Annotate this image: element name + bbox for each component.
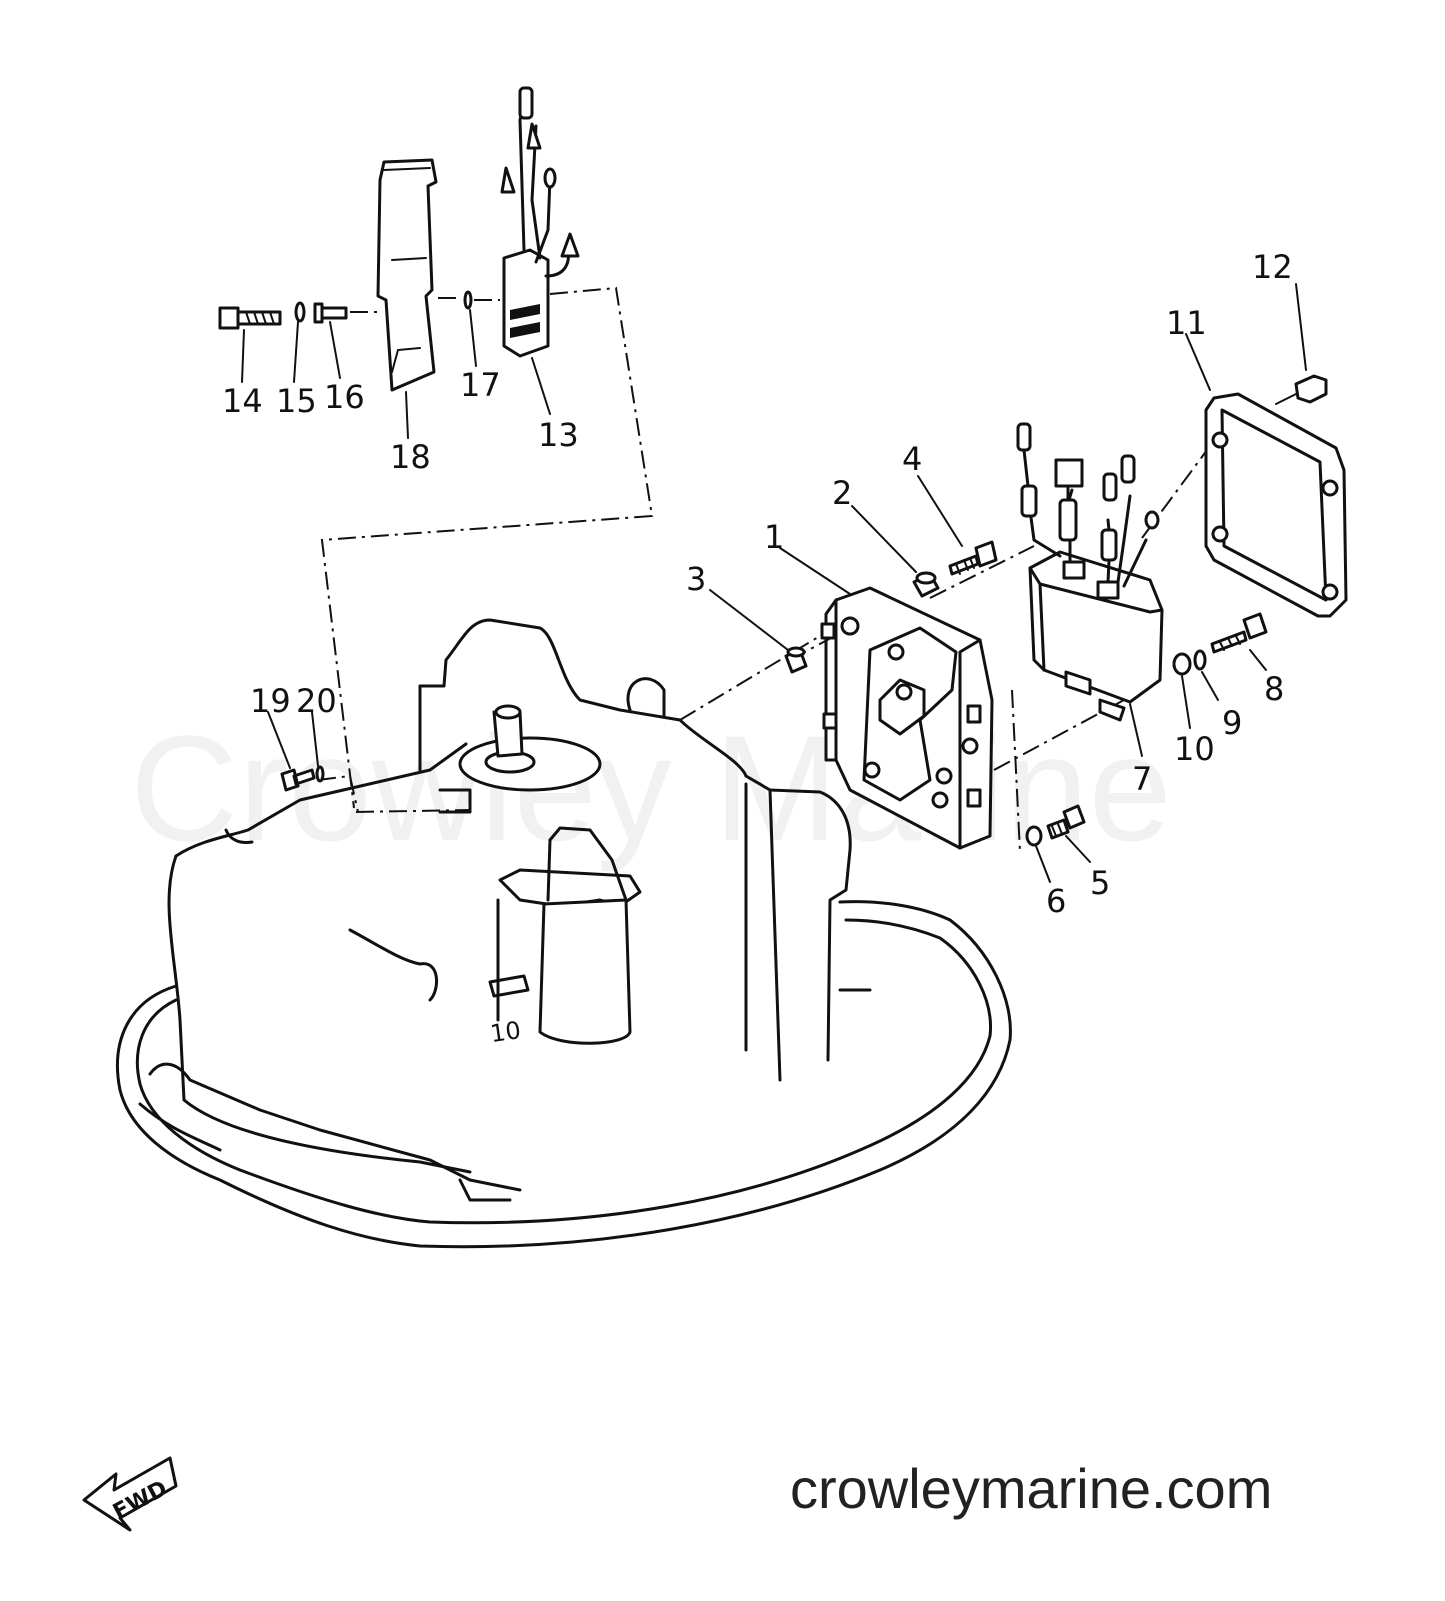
small-parts-2-3-4 (784, 540, 998, 674)
cdi-unit-7-shape (1028, 550, 1164, 704)
callout-19: 19 (250, 682, 291, 720)
callout-16: 16 (324, 378, 365, 416)
base-plate-1 (820, 586, 994, 850)
washer-9-shape (1193, 649, 1207, 671)
pulser-coil-assembly (218, 86, 580, 439)
screw-5-shape (1046, 804, 1086, 840)
cdi-unit-7 (1016, 422, 1164, 722)
washer-10-shape (1172, 652, 1192, 676)
callout-10: 10 (1174, 730, 1215, 768)
coil-13-shape (502, 248, 550, 358)
bolt-4-shape (948, 540, 998, 576)
fasteners-5-6 (1025, 804, 1086, 847)
callout-6: 6 (1046, 882, 1066, 920)
forward-direction-arrow: FWD (82, 1456, 178, 1532)
callout-7: 7 (1132, 760, 1152, 798)
callout-4: 4 (902, 440, 922, 478)
callout-20: 20 (296, 682, 337, 720)
engine-powerhead (167, 618, 872, 1174)
callout-15: 15 (276, 382, 317, 420)
fasteners-19-20 (280, 765, 325, 792)
screw-12-shape (1294, 374, 1328, 404)
bottom-cowling (115, 900, 1012, 1249)
label-10: 10 (488, 1016, 522, 1048)
callout-14: 14 (222, 382, 263, 420)
bracket-18-shape (376, 158, 438, 392)
callout-18: 18 (390, 438, 431, 476)
base-plate-1-shape (834, 586, 994, 850)
screw-19-shape (280, 768, 316, 792)
callout-2: 2 (832, 474, 852, 512)
fasteners-8-9-10 (1172, 612, 1268, 676)
cover-11-shape (1204, 392, 1348, 618)
cover-11 (1204, 392, 1348, 618)
callout-12: 12 (1252, 248, 1293, 286)
callout-8: 8 (1264, 670, 1284, 708)
ring-17-shape (463, 290, 473, 310)
washer-20-shape (315, 765, 325, 783)
bolt-8-shape (1210, 612, 1268, 654)
callout-5: 5 (1090, 864, 1110, 902)
callout-13: 13 (538, 416, 579, 454)
callout-1: 1 (764, 518, 784, 556)
washer-6-shape (1025, 825, 1043, 847)
callout-11: 11 (1166, 304, 1207, 342)
callout-17: 17 (460, 366, 501, 404)
watermark-text: Crowley Marine (130, 704, 1172, 872)
collar-16-shape (313, 302, 348, 324)
callout-9: 9 (1222, 704, 1242, 742)
callout-3: 3 (686, 560, 706, 598)
washer-15-shape (294, 301, 306, 323)
site-url: crowleymarine.com (790, 1457, 1272, 1520)
